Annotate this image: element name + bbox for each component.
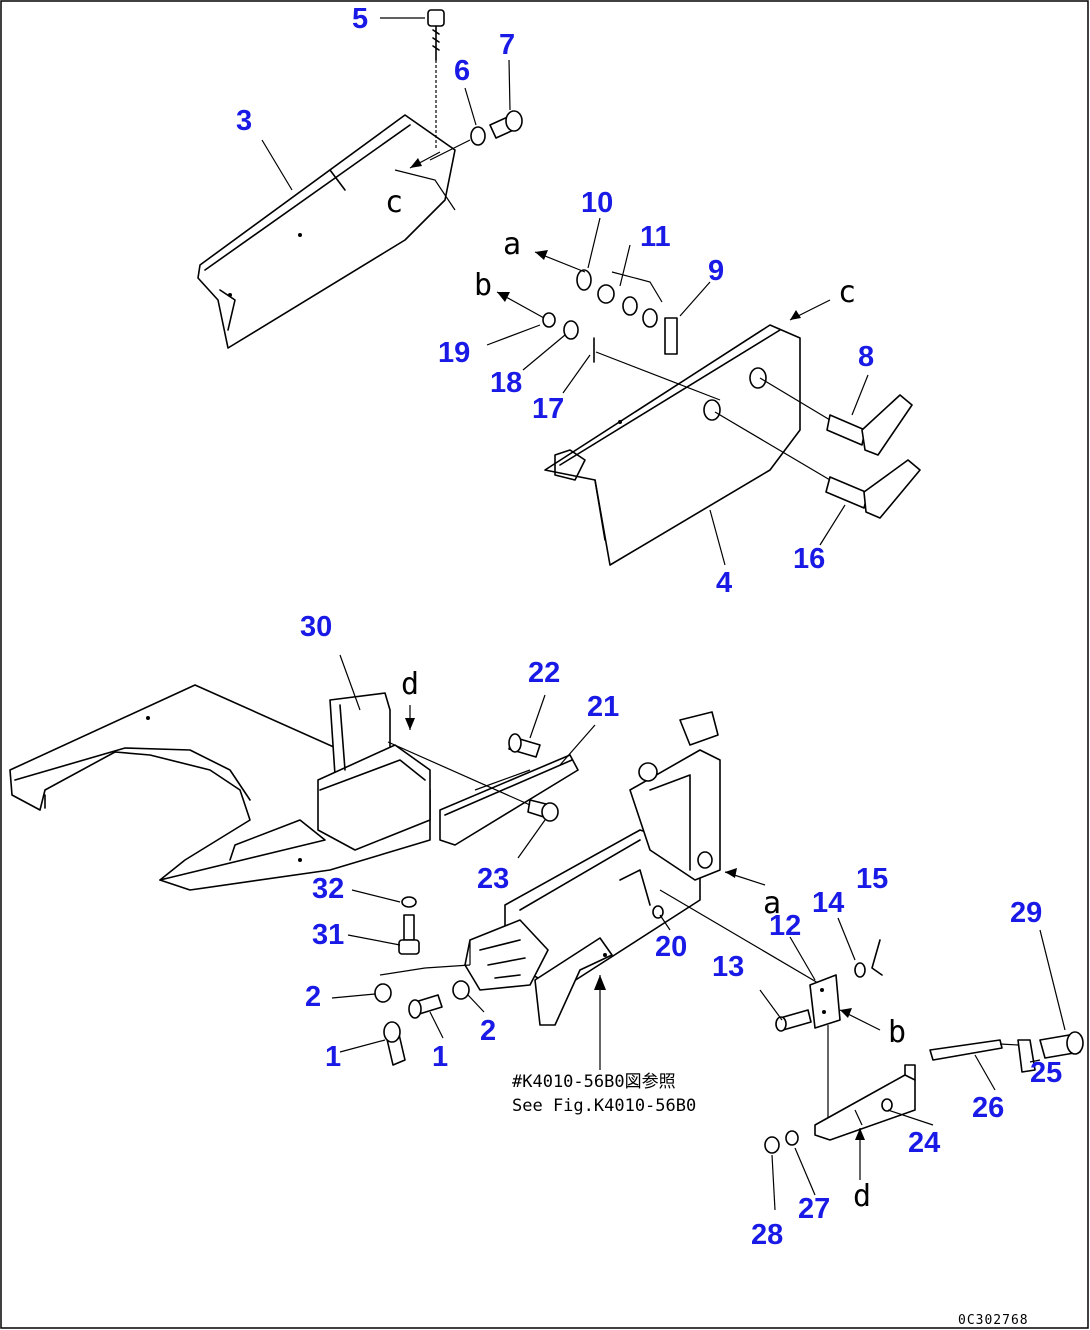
label-part-19: 19 — [438, 337, 470, 369]
lower-cover-part-4 — [544, 324, 801, 566]
pin-part-15 — [871, 939, 883, 976]
ref-a-lower: a — [763, 886, 781, 921]
pin-part-13 — [775, 1009, 812, 1032]
label-part-2-right: 2 — [480, 1015, 496, 1047]
label-part-29: 29 — [1010, 897, 1042, 929]
upper-cover-part-3 — [197, 114, 456, 349]
leader-lines — [261, 17, 1066, 1211]
label-part-22: 22 — [528, 657, 560, 689]
label-part-4: 4 — [716, 567, 732, 599]
label-part-1-right: 1 — [432, 1041, 448, 1073]
label-part-26: 26 — [972, 1092, 1004, 1124]
label-part-18: 18 — [490, 367, 522, 399]
clevis-part-25 — [1017, 1039, 1036, 1073]
leader-c-upper — [394, 169, 456, 211]
label-part-24: 24 — [908, 1127, 940, 1159]
pin-part-29 — [1039, 1031, 1084, 1059]
washer-bolt-parts-6-7 — [429, 110, 523, 161]
rod-part-26 — [929, 1039, 1019, 1061]
lever-bracket-part-24 — [814, 1064, 916, 1141]
label-part-11: 11 — [640, 221, 671, 253]
washer-part-2-right — [452, 980, 470, 1000]
label-part-14: 14 — [812, 887, 844, 919]
label-part-20: 20 — [655, 931, 687, 963]
label-part-2-left: 2 — [305, 981, 321, 1013]
bolt-part-1-left — [383, 1021, 406, 1066]
washer-part-32 — [401, 896, 417, 908]
label-part-8: 8 — [858, 341, 874, 373]
see-figure-english: See Fig.K4010-56B0 — [512, 1096, 696, 1116]
label-part-6: 6 — [454, 55, 470, 87]
label-part-7: 7 — [499, 29, 515, 61]
washer-part-2-left — [374, 983, 392, 1003]
bolt-part-31 — [398, 914, 420, 955]
label-part-12: 12 — [769, 910, 801, 942]
ref-a-upper: a — [503, 227, 521, 262]
lever-part-16 — [714, 411, 921, 519]
label-part-28: 28 — [751, 1219, 783, 1251]
hinge-part-12 — [809, 974, 841, 1120]
label-part-10: 10 — [581, 187, 613, 219]
small-parts-9-11-17-19 — [542, 269, 721, 401]
ref-d-upper: d — [401, 667, 419, 702]
label-part-25: 25 — [1030, 1057, 1062, 1089]
label-part-15: 15 — [856, 863, 888, 895]
bolt-part-22 — [508, 733, 541, 758]
bolt-part-23 — [387, 741, 559, 822]
label-part-16: 16 — [793, 543, 825, 575]
part-number-labels: 1 1 2 2 3 4 5 6 7 8 9 10 11 12 13 14 15 … — [236, 3, 1062, 1251]
direction-arrows — [405, 151, 881, 1180]
ref-b-upper: b — [474, 268, 492, 303]
ref-c-right: c — [838, 275, 856, 310]
washer-part-14 — [854, 962, 866, 978]
see-figure-japanese: #K4010-56B0図参照 — [512, 1072, 676, 1092]
nut-part-28 — [764, 1136, 780, 1154]
label-part-9: 9 — [708, 255, 724, 287]
bolt-part-5 — [427, 9, 445, 150]
column-assembly — [464, 711, 831, 1026]
washer-part-27 — [785, 1130, 799, 1146]
label-part-13: 13 — [712, 951, 744, 983]
label-part-32: 32 — [312, 873, 344, 905]
ref-b-lower: b — [888, 1015, 906, 1050]
label-part-21: 21 — [587, 691, 619, 723]
ref-c-upper: c — [385, 185, 403, 220]
label-part-31: 31 — [312, 919, 344, 951]
base-frame — [9, 684, 431, 891]
label-part-27: 27 — [798, 1193, 830, 1225]
washer-leader — [379, 940, 471, 976]
reference-letters: a a b b c c d d — [385, 185, 906, 1214]
label-part-3: 3 — [236, 105, 252, 137]
see-figure-note: #K4010-56B0図参照 See Fig.K4010-56B0 — [512, 1072, 696, 1116]
rail-part-21 — [439, 754, 579, 846]
drawing-code: 0C302768 — [958, 1313, 1029, 1328]
lever-part-8 — [759, 377, 913, 456]
label-part-17: 17 — [532, 393, 564, 425]
bracket-part-30 — [317, 692, 431, 851]
label-part-30: 30 — [300, 611, 332, 643]
label-part-5: 5 — [352, 3, 368, 35]
bolt-part-1-right — [408, 994, 443, 1019]
label-part-1-left: 1 — [325, 1041, 341, 1073]
ref-d-lower: d — [853, 1179, 871, 1214]
label-part-23: 23 — [477, 863, 509, 895]
